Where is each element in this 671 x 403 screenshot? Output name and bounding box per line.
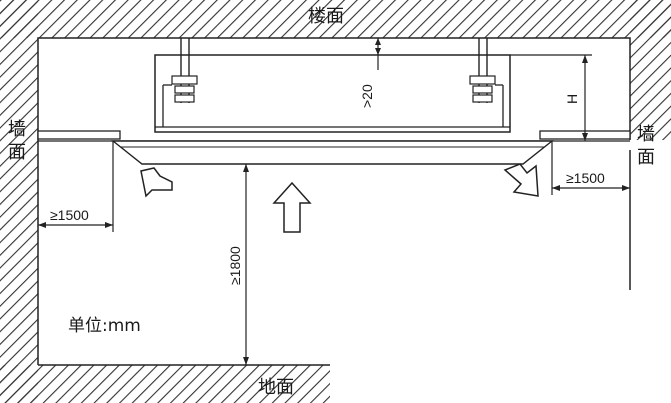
left-clearance-label: ≥1500 <box>50 207 89 223</box>
hanger-right <box>469 38 504 127</box>
unit-panel <box>110 140 555 165</box>
ground-label: 地面 <box>258 377 294 398</box>
wall-right-label-1: 墙 <box>637 124 655 145</box>
left-wall-hatch <box>0 0 38 403</box>
right-clearance-label: ≥1500 <box>566 170 605 186</box>
intake-up-arrow <box>272 181 312 233</box>
floor-hatch <box>0 365 330 403</box>
unit-height-dimension <box>510 54 592 141</box>
airflow-arrows <box>140 163 539 233</box>
left-clearance-dimension <box>38 141 114 232</box>
floor-height-label: ≥1800 <box>227 246 243 285</box>
floor-top-label: 楼面 <box>308 6 344 27</box>
ceiling-hatch <box>0 0 671 38</box>
floor-gap <box>330 366 671 403</box>
indoor-unit <box>110 38 555 165</box>
unit-label: 单位:mm <box>68 316 141 336</box>
outflow-left-arrow <box>140 167 173 198</box>
unit-body <box>154 54 511 133</box>
outflow-right-arrow <box>503 163 539 197</box>
wall-right-label-2: 面 <box>637 147 655 168</box>
room-outline <box>37 37 631 365</box>
ceiling-gap-label: >20 <box>359 84 375 108</box>
unit-height-label: H <box>564 94 580 104</box>
ceiling-board-left <box>37 130 121 140</box>
wall-left-label-2: 面 <box>8 142 26 163</box>
ceiling-gap-dimension <box>375 38 381 70</box>
wall-left-label-1: 墙 <box>8 119 26 140</box>
floor-height-dimension <box>243 164 249 365</box>
right-clearance-dimension <box>551 141 630 195</box>
hanger-left <box>162 38 198 127</box>
